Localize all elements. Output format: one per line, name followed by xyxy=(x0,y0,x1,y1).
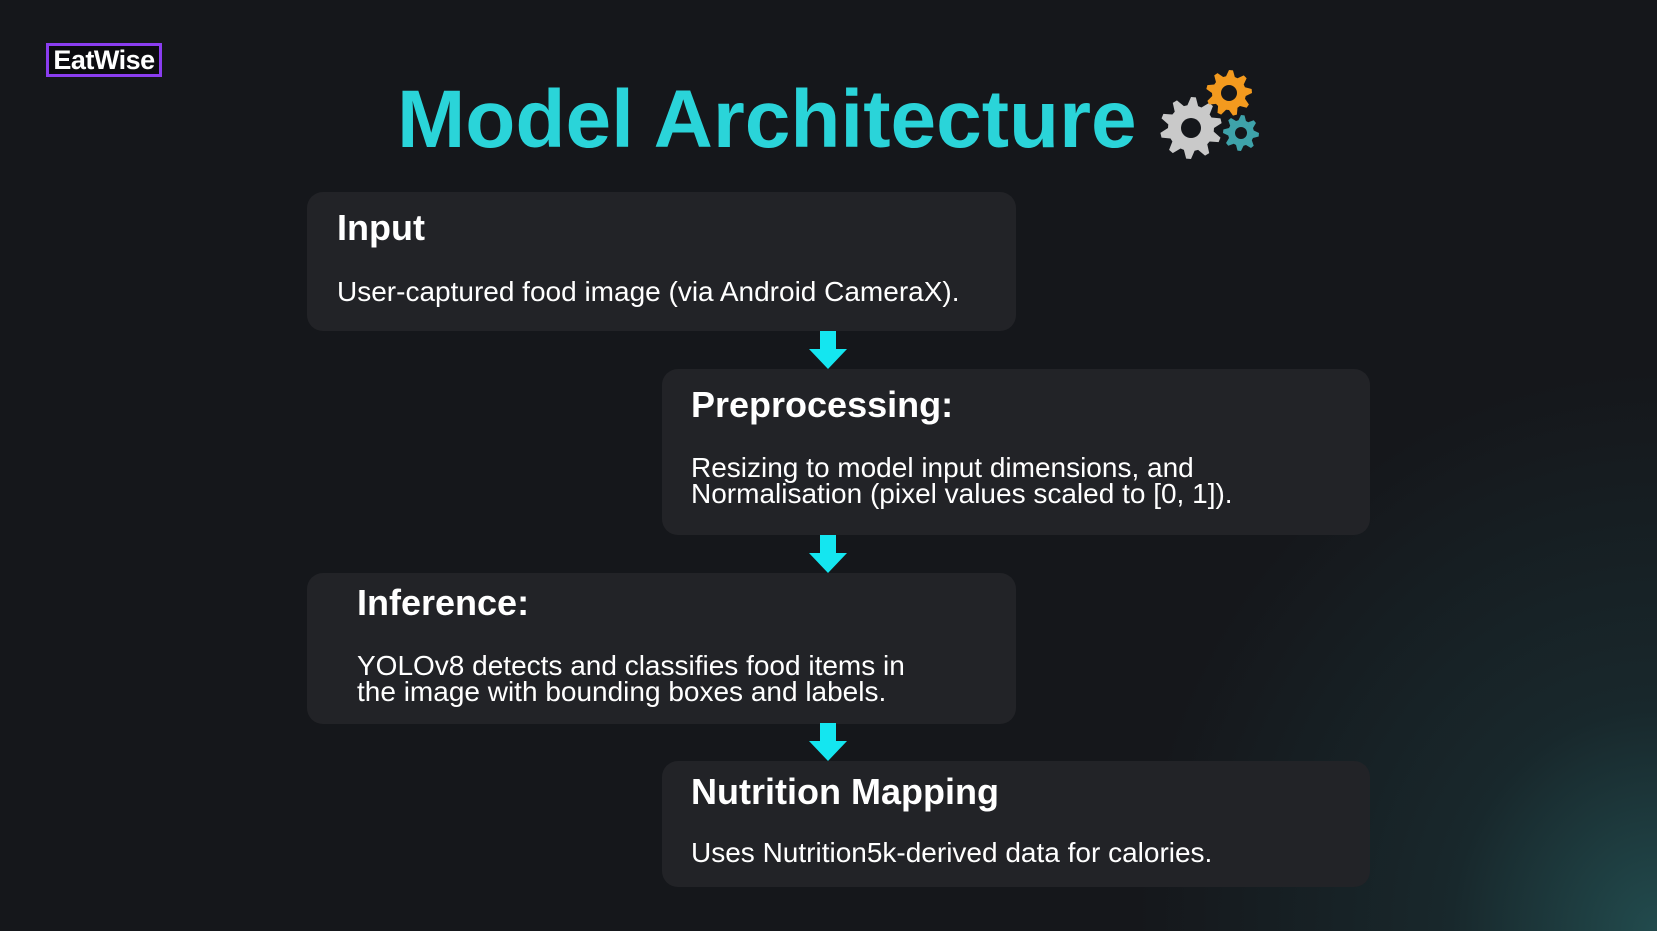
step-nutrition-mapping-heading: Nutrition Mapping xyxy=(691,771,999,812)
step-input-line: User-captured food image (via Android Ca… xyxy=(337,276,960,307)
arrow-down-icon xyxy=(809,535,847,573)
step-preprocessing-heading: Preprocessing: xyxy=(691,384,954,425)
step-nutrition-mapping-line: Uses Nutrition5k-derived data for calori… xyxy=(691,837,1213,868)
step-inference-description: YOLOv8 detects and classifies food items… xyxy=(357,650,905,707)
step-input-card: Input User-captured food image (via Andr… xyxy=(307,192,1016,331)
step-preprocessing-description: Resizing to model input dimensions, and … xyxy=(691,452,1233,509)
teal-gear-icon xyxy=(1223,115,1259,151)
gears-icon xyxy=(1160,70,1259,159)
step-inference-card: Inference: YOLOv8 detects and classifies… xyxy=(307,573,1016,724)
step-inference-heading: Inference: xyxy=(357,582,530,623)
page-title: Model Architecture xyxy=(397,74,1137,165)
arrow-down-icon xyxy=(809,331,847,369)
step-input-heading: Input xyxy=(337,207,425,248)
step-inference-line: YOLOv8 detects and classifies food items… xyxy=(357,650,905,681)
arrow-down-icon xyxy=(809,723,847,761)
orange-gear-icon xyxy=(1206,70,1252,116)
step-inference-line: the image with bounding boxes and labels… xyxy=(357,676,887,707)
step-input-description: User-captured food image (via Android Ca… xyxy=(337,276,960,307)
eatwise-logo: EatWise xyxy=(46,43,162,77)
step-preprocessing-line: Normalisation (pixel values scaled to [0… xyxy=(691,478,1233,509)
gray-gear-icon xyxy=(1160,97,1222,159)
step-preprocessing-line: Resizing to model input dimensions, and xyxy=(691,452,1194,483)
step-nutrition-mapping-card: Nutrition Mapping Uses Nutrition5k-deriv… xyxy=(662,761,1370,887)
step-nutrition-mapping-description: Uses Nutrition5k-derived data for calori… xyxy=(691,837,1213,868)
step-preprocessing-card: Preprocessing: Resizing to model input d… xyxy=(662,369,1370,535)
